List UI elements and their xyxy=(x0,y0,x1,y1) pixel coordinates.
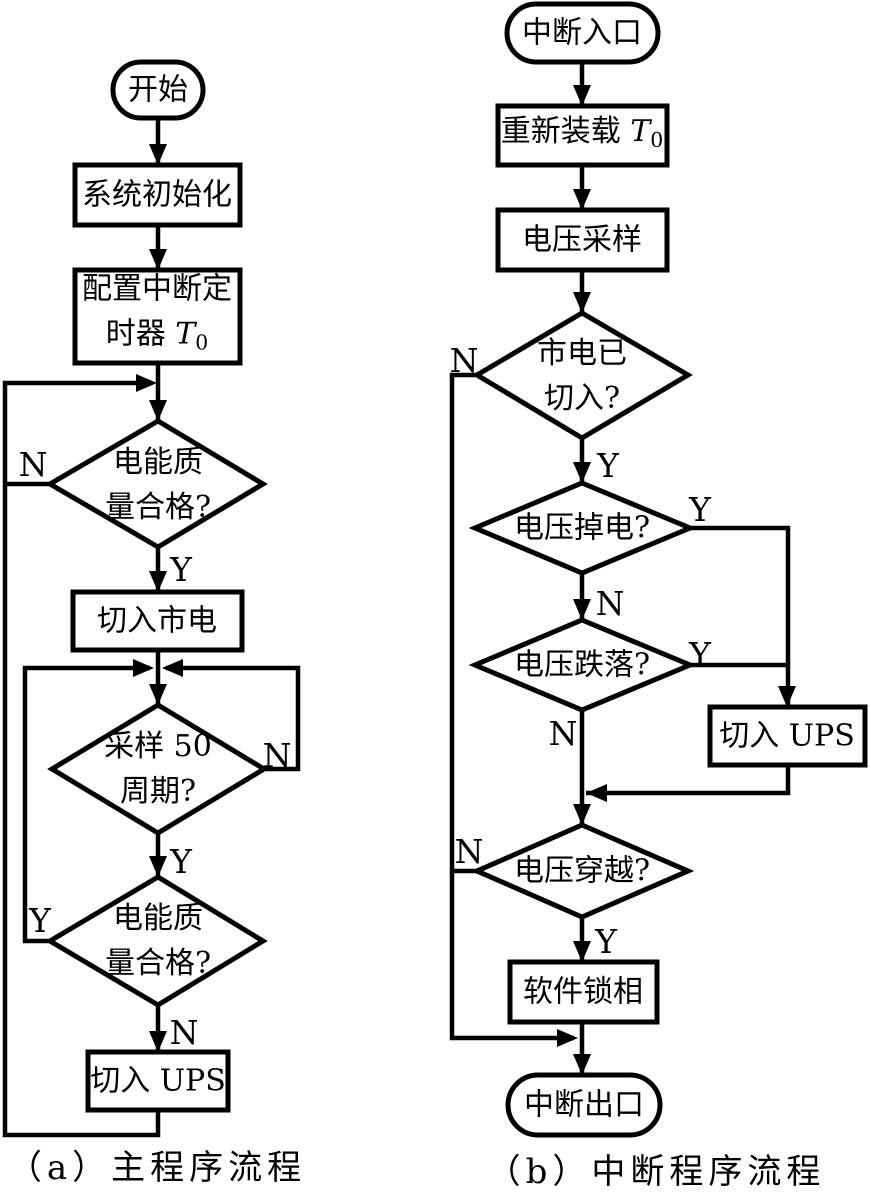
branch-label-crossing-y: Y xyxy=(595,922,617,961)
connector-mains-n-loop xyxy=(449,372,574,1041)
decision-power-quality-1-label: 电能质 量合格? xyxy=(104,445,212,525)
branch-label-crossing-n: N xyxy=(454,832,484,871)
branch-label-q2-y: Y xyxy=(29,901,51,940)
process-switch-ups-b-shape xyxy=(707,704,868,768)
decision-sample-50-shape xyxy=(47,702,269,836)
decision-mains-in-shape xyxy=(472,310,693,441)
process-voltage-sampling-shape xyxy=(495,207,670,273)
decision-sample-50-label: 采样 50 周期? xyxy=(104,729,212,809)
process-switch-mains-label: 切入市电 xyxy=(97,603,217,639)
decision-power-quality-1-shape xyxy=(45,418,268,550)
connector-outer-loop xyxy=(2,380,161,1138)
math-t: T xyxy=(630,114,651,150)
terminal-interrupt-exit-label: 中断出口 xyxy=(524,1087,644,1123)
caption-chart-b: （b）中断程序流程 xyxy=(486,1152,826,1192)
decision-mains-in-label: 市电已 切入? xyxy=(537,336,627,416)
terminal-start-label: 开始 xyxy=(128,72,188,108)
config-line1: 配置中断定 xyxy=(82,271,232,307)
decision-voltage-crossing-shape xyxy=(470,822,695,920)
math-t-sub: 0 xyxy=(195,330,209,355)
branch-label-q2-n: N xyxy=(169,1013,199,1052)
decision-voltage-sag-shape xyxy=(468,617,697,713)
process-switch-mains-shape xyxy=(70,589,245,653)
connector-sample-n-loop xyxy=(166,665,301,772)
decision-voltage-crossing-label: 电压穿越? xyxy=(513,853,651,889)
terminal-interrupt-entry-shape xyxy=(504,1,661,65)
math-t: T xyxy=(175,316,196,352)
branch-label-sample-y: Y xyxy=(170,842,192,881)
branch-label-sag-y: Y xyxy=(689,635,711,674)
process-software-pll-shape xyxy=(507,959,660,1025)
terminal-interrupt-exit-shape xyxy=(505,1072,663,1138)
process-switch-ups-a-label: 切入 UPS xyxy=(90,1063,226,1099)
chart-a-connectors xyxy=(2,118,301,1138)
decision-power-off-shape xyxy=(468,480,697,576)
chart-a-shapes xyxy=(45,59,269,1113)
branch-label-mains-y: Y xyxy=(597,446,619,485)
branch-label-sample-n: N xyxy=(262,736,292,775)
branch-label-q1-y: Y xyxy=(170,550,192,589)
arrowheads xyxy=(133,85,796,1075)
branch-label-sag-n: N xyxy=(548,714,578,753)
math-t-sub: 0 xyxy=(650,127,664,152)
decision-power-quality-2-label: 电能质 量合格? xyxy=(104,901,212,981)
branch-label-q1-n: N xyxy=(18,445,48,484)
arrowhead-outer-loop xyxy=(136,374,157,392)
terminal-start-shape xyxy=(110,59,206,121)
chart-b-shapes xyxy=(468,1,868,1138)
terminal-interrupt-entry-label: 中断入口 xyxy=(522,15,642,51)
caption-chart-a: （a）主程序流程 xyxy=(7,1148,307,1188)
branch-label-poweroff-n: N xyxy=(595,584,625,623)
decision-power-quality-2-shape xyxy=(45,874,268,1008)
branch-label-poweroff-y: Y xyxy=(689,490,711,529)
process-config-timer-label: 配置中断定 时器 T0 xyxy=(82,267,232,366)
decision-power-off-label: 电压掉电? xyxy=(513,510,651,546)
process-init-label: 系统初始化 xyxy=(82,177,232,213)
connector-poweroff-y xyxy=(690,525,791,707)
config-line2: 时器 T0 xyxy=(105,316,209,355)
process-switch-ups-b-label: 切入 UPS xyxy=(719,718,855,754)
process-voltage-sampling-label: 电压采样 xyxy=(522,222,642,258)
process-config-timer-shape xyxy=(72,267,243,366)
connector-q2-y-loop xyxy=(22,665,150,944)
decision-voltage-sag-label: 电压跌落? xyxy=(513,647,651,683)
process-init-shape xyxy=(72,162,243,228)
process-reload-t0-shape xyxy=(495,103,670,168)
branch-label-mains-n: N xyxy=(449,341,479,380)
process-reload-t0-label: 重新装载 T0 xyxy=(500,114,664,152)
connector-ups-return xyxy=(586,765,791,796)
process-software-pll-label: 软件锁相 xyxy=(523,974,643,1010)
